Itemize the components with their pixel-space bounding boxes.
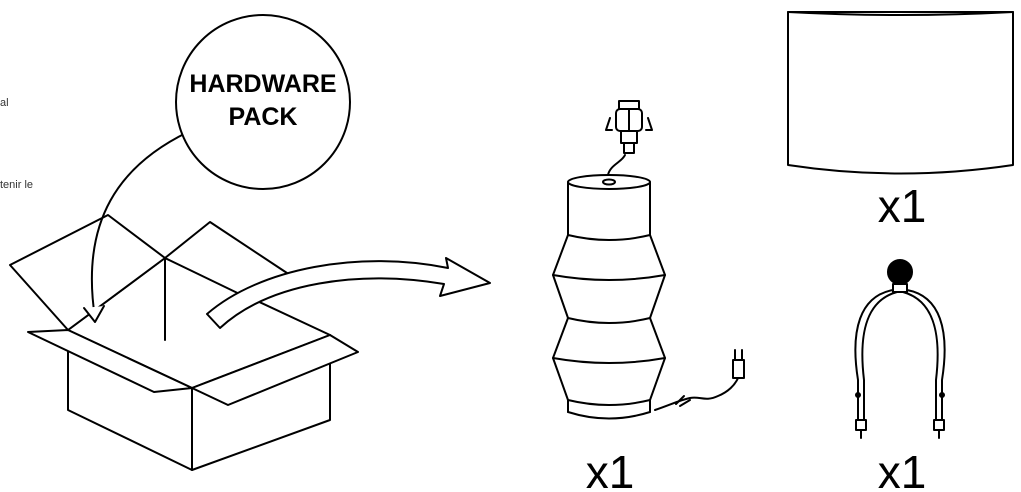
lamp-socket-icon bbox=[605, 100, 653, 176]
lamp-shade-icon bbox=[787, 11, 1014, 175]
hardware-pack-label-line1: HARDWARE bbox=[189, 70, 336, 98]
lamp-base-quantity: x1 bbox=[586, 446, 635, 492]
hardware-pack-label-line2: PACK bbox=[229, 103, 298, 131]
instruction-text-fragment-2: tenir le bbox=[0, 179, 34, 191]
curved-arrow-into-box bbox=[90, 131, 189, 319]
harp-icon bbox=[854, 259, 946, 439]
lamp-shade-quantity: x1 bbox=[878, 180, 927, 232]
harp-quantity: x1 bbox=[878, 446, 927, 492]
open-box-icon bbox=[9, 214, 359, 471]
arrow-head-icon bbox=[83, 305, 105, 323]
lamp-base-icon bbox=[552, 174, 745, 420]
hardware-pack-circle bbox=[175, 14, 351, 190]
big-arrow-icon bbox=[206, 257, 491, 329]
instruction-text-fragment-1: al bbox=[0, 97, 9, 109]
